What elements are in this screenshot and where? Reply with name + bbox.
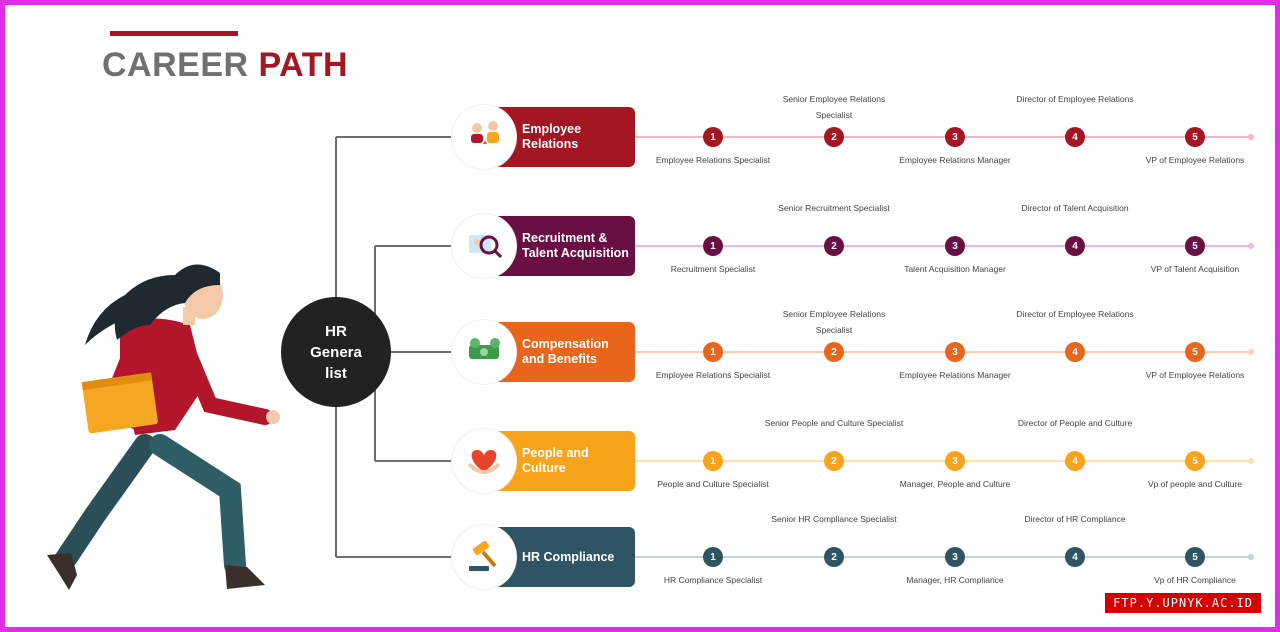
- step-label: Employee Relations Manager: [899, 370, 1011, 380]
- step-label: Director of Talent Acquisition: [1021, 203, 1129, 213]
- watermark-label: FTP.Y.UPNYK.AC.ID: [1105, 593, 1261, 613]
- track-end-dot: [1248, 554, 1254, 560]
- step-marker: 2: [824, 451, 844, 471]
- step-label: Senior Employee Relations Specialist: [782, 309, 886, 335]
- track-card-3: Compensation and Benefits: [452, 320, 635, 384]
- money-cash-icon: [452, 320, 516, 384]
- step-label: Director of HR Compliance: [1024, 514, 1126, 524]
- title-part-1: CAREER: [102, 46, 259, 84]
- step-label: People and Culture Specialist: [657, 479, 769, 489]
- step-label: Manager, People and Culture: [899, 479, 1011, 489]
- step-label: Senior Recruitment Specialist: [778, 203, 890, 213]
- running-woman-illustration: [47, 264, 280, 590]
- step-marker: 2: [824, 236, 844, 256]
- track-end-dot: [1248, 458, 1254, 464]
- step-label: Senior HR Compliance Specialist: [771, 514, 897, 524]
- step-marker: 1: [703, 451, 723, 471]
- step-marker: 4: [1065, 451, 1085, 471]
- heart-hands-icon: [452, 429, 516, 493]
- step-marker: 3: [945, 342, 965, 362]
- step-label: VP of Employee Relations: [1145, 370, 1245, 380]
- step-label: Recruitment Specialist: [670, 264, 756, 274]
- step-label: Employee Relations Specialist: [655, 370, 771, 380]
- step-marker: 1: [703, 127, 723, 147]
- step-label: Senior Employee Relations Specialist: [782, 94, 886, 120]
- track-label: Compensation and Benefits: [486, 322, 635, 382]
- track-card-2: Recruitment & Talent Acquisition: [452, 214, 635, 278]
- step-marker: 1: [703, 547, 723, 567]
- step-label: Employee Relations Specialist: [655, 155, 771, 165]
- people-relations-icon: [452, 105, 516, 169]
- step-marker: 1: [703, 342, 723, 362]
- recruitment-search-icon: [452, 214, 516, 278]
- step-marker: 3: [945, 547, 965, 567]
- page-title: CAREER PATH: [102, 45, 348, 85]
- step-marker: 5: [1185, 451, 1205, 471]
- step-marker: 4: [1065, 127, 1085, 147]
- track-end-dot: [1248, 349, 1254, 355]
- title-accent-bar: [110, 31, 238, 36]
- step-label: Senior People and Culture Specialist: [764, 418, 904, 428]
- step-label: Director of Employee Relations: [1016, 309, 1134, 319]
- step-label: Talent Acquisition Manager: [904, 264, 1006, 274]
- title-part-2: PATH: [258, 46, 349, 84]
- step-marker: 5: [1185, 127, 1205, 147]
- step-marker: 4: [1065, 236, 1085, 256]
- step-label: Vp of HR Compliance: [1154, 575, 1236, 585]
- step-label: Director of Employee Relations: [1016, 94, 1134, 104]
- step-marker: 3: [945, 236, 965, 256]
- hub-label: HR Genera list: [310, 322, 362, 382]
- step-marker: 2: [824, 547, 844, 567]
- step-label: Director of People and Culture: [1017, 418, 1133, 428]
- step-label: Employee Relations Manager: [899, 155, 1011, 165]
- step-marker: 2: [824, 127, 844, 147]
- step-marker: 2: [824, 342, 844, 362]
- step-marker: 3: [945, 451, 965, 471]
- step-marker: 3: [945, 127, 965, 147]
- step-marker: 4: [1065, 547, 1085, 567]
- step-label: VP of Talent Acquisition: [1150, 264, 1240, 274]
- step-label: VP of Employee Relations: [1145, 155, 1245, 165]
- step-marker: 5: [1185, 342, 1205, 362]
- connector-lines: [335, 134, 1254, 560]
- step-marker: 5: [1185, 547, 1205, 567]
- track-end-dot: [1248, 243, 1254, 249]
- step-label: HR Compliance Specialist: [663, 575, 763, 585]
- track-card-5: HR Compliance: [452, 525, 635, 589]
- hr-generalist-hub: HR Genera list: [281, 297, 391, 407]
- track-card-1: Employee Relations: [452, 105, 635, 169]
- step-label: Vp of people and Culture: [1147, 479, 1243, 489]
- track-card-4: People and Culture: [452, 429, 635, 493]
- track-end-dot: [1248, 134, 1254, 140]
- step-marker: 5: [1185, 236, 1205, 256]
- gavel-icon: [452, 525, 516, 589]
- step-marker: 4: [1065, 342, 1085, 362]
- step-label: Manager, HR Compliance: [906, 575, 1004, 585]
- step-marker: 1: [703, 236, 723, 256]
